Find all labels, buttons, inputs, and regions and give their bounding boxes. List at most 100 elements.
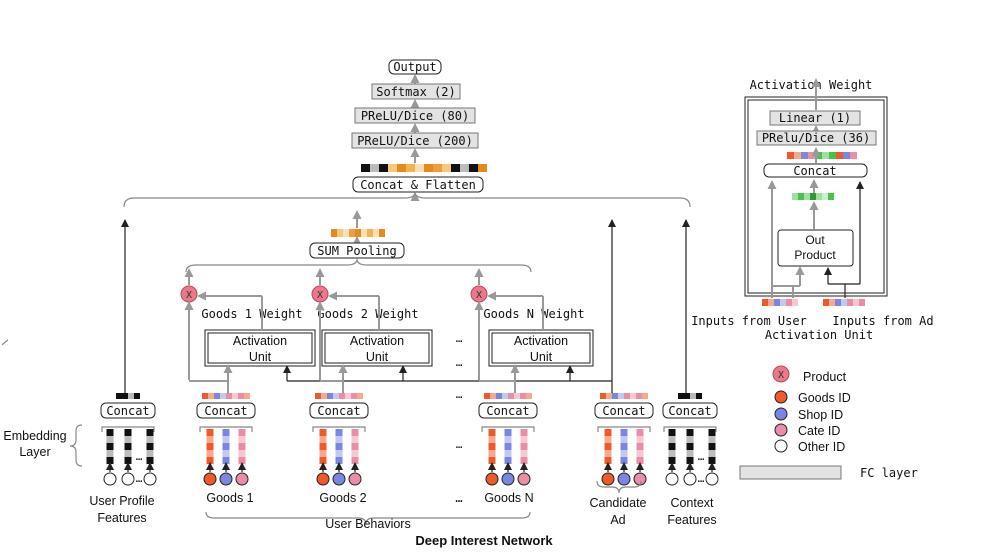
inputs-from-user: Inputs from User [691, 314, 807, 328]
legend-other-label: Other ID [798, 440, 845, 454]
goods-concat-cell [226, 393, 232, 399]
user-profile-group-concat-cell [128, 393, 134, 399]
embed-cell [488, 457, 496, 464]
embed-cell [686, 457, 694, 464]
embed-cell [520, 457, 528, 464]
goods-concat-cell [618, 393, 624, 399]
embed-cell [620, 429, 628, 436]
user-behaviors-label: User Behaviors [325, 517, 410, 531]
goods-concat-cell [600, 393, 606, 399]
panel-input-user-cell [762, 299, 768, 306]
goods-concat-cell [327, 393, 333, 399]
legend-product-symbol: X [778, 370, 784, 381]
id-circle [517, 472, 531, 486]
sum-pooling-box [309, 242, 405, 259]
goods-concat-cell [357, 393, 363, 399]
legend-shop-icon [774, 407, 788, 421]
embedding-layer-line2: Layer [19, 445, 50, 459]
context-group-concat-cell [696, 393, 702, 399]
pooling-brace [185, 258, 532, 273]
panel-green-cell [828, 193, 834, 200]
panel-concat-label: Concat [793, 164, 836, 178]
out-product-line1: Out [805, 233, 825, 247]
embed-cell [604, 443, 612, 450]
embed-cell [106, 429, 114, 436]
embed-cell [488, 429, 496, 436]
activation-unit-line2: Unit [530, 350, 553, 364]
embed-cell [206, 429, 214, 436]
diagram-title: Deep Interest Network [415, 533, 553, 548]
top-stack: Output Softmax (2) PReLU/Dice (80) PReLU… [351, 59, 487, 201]
concat-flatten-cell [469, 164, 478, 172]
candidate-brace [596, 480, 642, 494]
sum-pooling-cell [373, 229, 379, 237]
activation-unit-line1: Activation [233, 334, 287, 348]
embed-cell [488, 436, 496, 443]
panel-green-cell [810, 193, 816, 200]
concat-flatten-label: Concat & Flatten [360, 178, 476, 192]
legend-cate-icon [774, 423, 788, 437]
user-profile-label-1: User Profile [89, 494, 154, 508]
embed-cell [238, 450, 246, 457]
embed-bracket [597, 426, 651, 432]
panel-concat-cell [801, 152, 808, 159]
prelu200-label: PReLU/Dice (200) [357, 134, 473, 148]
embed-cell [636, 457, 644, 464]
embed-cell [146, 457, 154, 464]
panel-concat-strip [787, 152, 857, 159]
context-group: Concat…… [662, 393, 719, 486]
legend-product-icon [772, 365, 790, 383]
embed-cell [351, 443, 359, 450]
id-circle [219, 472, 233, 486]
goods-2-label: Goods 2 [319, 491, 366, 505]
id-circle [601, 472, 615, 486]
id-circle [633, 472, 647, 486]
sum-pooling-cell [355, 229, 361, 237]
embed-cell [708, 457, 716, 464]
embed-cell [238, 436, 246, 443]
concat-flatten-cell [370, 164, 379, 172]
goods-embedding-group: Concat [478, 393, 538, 486]
activation-unit-line2: Unit [249, 350, 272, 364]
goods-concat-cell [630, 393, 636, 399]
id-circle [203, 472, 217, 486]
concat-flatten-cell [424, 164, 433, 172]
panel-concat-cell [808, 152, 815, 159]
context-label-1: Context [670, 496, 714, 510]
embed-cell [708, 450, 716, 457]
goods-concat-cell [339, 393, 345, 399]
sum-pooling-cell [367, 229, 373, 237]
goods-concat-cell [351, 393, 357, 399]
embed-cell [504, 457, 512, 464]
goods-weight-label: Goods N Weight [483, 307, 584, 321]
embed-cell [668, 443, 676, 450]
goods-concat-cell [321, 393, 327, 399]
embed-cell [106, 450, 114, 457]
linear-label: Linear (1) [779, 111, 851, 125]
stray-brace-mark [1, 339, 9, 346]
prelu36-box [756, 130, 877, 146]
embed-cell [238, 457, 246, 464]
embed-cell [620, 443, 628, 450]
panel-input-user-cell [792, 299, 798, 306]
id-ellipsis: … [136, 472, 143, 485]
embed-cell [636, 436, 644, 443]
context-label-2: Features [667, 513, 716, 527]
id-ellipsis: … [698, 472, 705, 485]
concat-flatten-strip [361, 164, 487, 172]
embed-bracket [199, 426, 253, 432]
panel-input-user-cell [768, 299, 774, 306]
user-profile-group-concat-cell [122, 393, 128, 399]
inputs-from-ad: Inputs from Ad [832, 314, 933, 328]
embed-cell [488, 450, 496, 457]
embed-cell [504, 443, 512, 450]
goods-concat-cell [490, 393, 496, 399]
legend-product-label: Product [803, 370, 847, 384]
candidate-label-1: Candidate [590, 496, 647, 510]
prelu80-label: PReLU/Dice (80) [361, 109, 469, 123]
embed-cell [686, 429, 694, 436]
embed-cell [124, 443, 132, 450]
goods-concat-cell [232, 393, 238, 399]
embed-ellipsis: … [698, 450, 705, 463]
activation-unit-box [488, 329, 594, 367]
